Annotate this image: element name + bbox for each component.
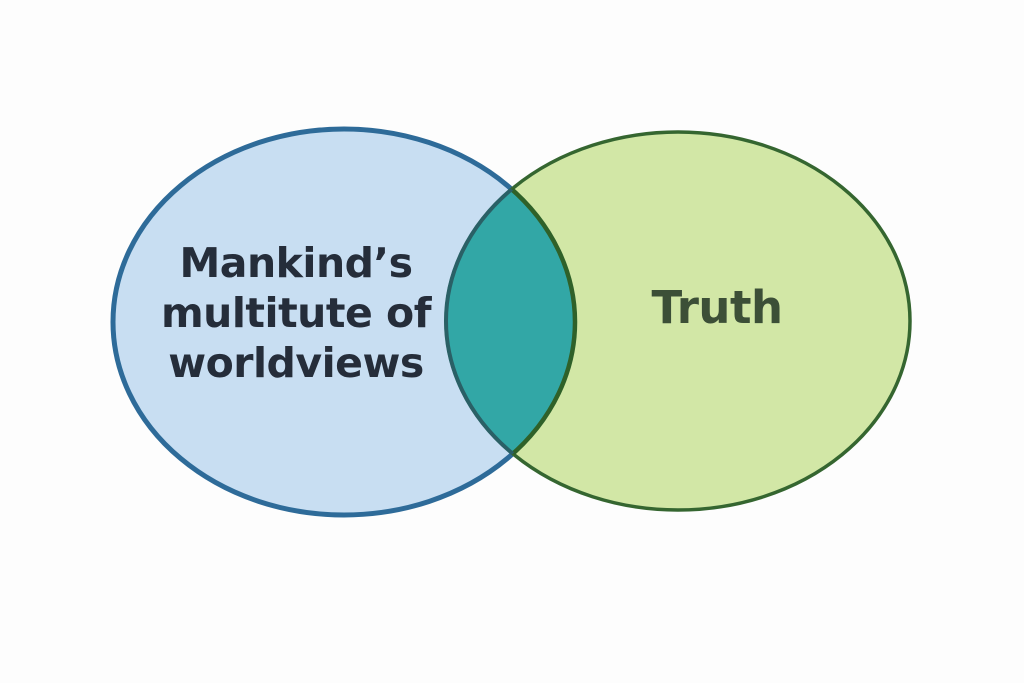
worldviews-label-line-2: multitute of <box>161 289 433 337</box>
truth-label: Truth <box>651 281 782 334</box>
worldviews-label-line-1: Mankind’s <box>180 239 413 287</box>
worldviews-label-line-3: worldviews <box>168 339 424 387</box>
intersection-right-edge-arc <box>444 130 575 512</box>
intersection-left-edge-arc <box>446 132 578 510</box>
